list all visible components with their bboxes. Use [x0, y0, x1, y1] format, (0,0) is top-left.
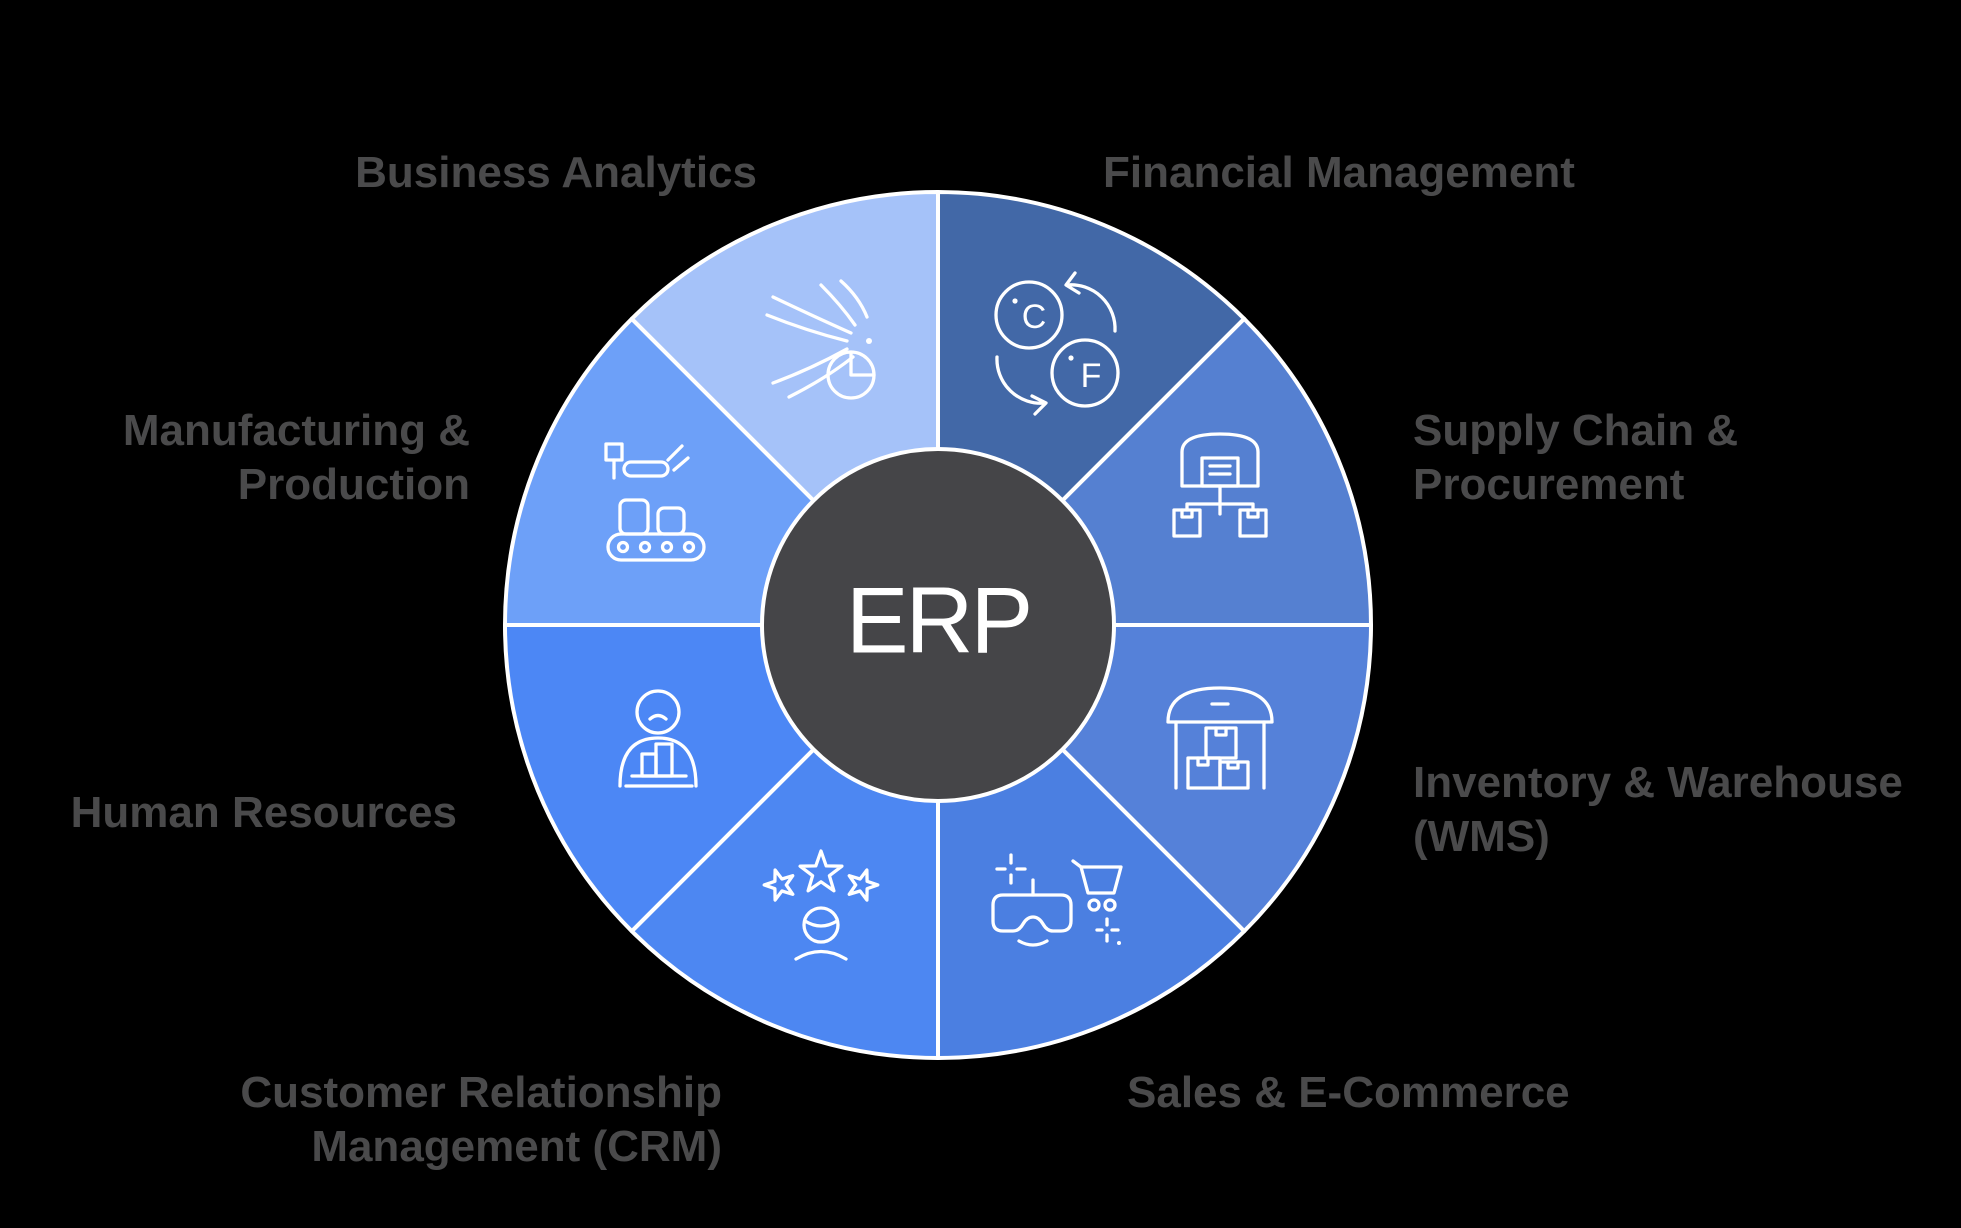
center-circle: [760, 447, 1116, 803]
label-manufacturing-production: Manufacturing & Production: [123, 404, 470, 512]
label-line: Customer Relationship: [240, 1068, 722, 1117]
label-line: Procurement: [1413, 460, 1685, 509]
label-human-resources: Human Resources: [71, 786, 457, 840]
label-supply-chain-procurement: Supply Chain & Procurement: [1413, 404, 1738, 512]
label-line: Financial Management: [1103, 148, 1575, 197]
label-line: Manufacturing &: [122, 406, 470, 455]
label-line: (WMS): [1413, 812, 1550, 861]
currency-exchange-icon: C F: [994, 271, 1120, 416]
label-line: Human Resources: [70, 788, 457, 837]
label-line: Inventory & Warehouse: [1413, 758, 1903, 807]
robot-conveyor-icon: [604, 442, 706, 562]
label-line: Supply Chain &: [1413, 406, 1739, 455]
vr-shopping-icon: [991, 853, 1123, 947]
label-customer-relationship-management: Customer Relationship Management (CRM): [240, 1066, 722, 1174]
wheel-icons: C F: [604, 271, 1274, 961]
customer-rating-icon: [762, 849, 880, 961]
currency-c-glyph: C: [1022, 298, 1047, 336]
warehouse-boxes-icon: [1166, 686, 1274, 790]
label-line: Management (CRM): [311, 1122, 722, 1171]
label-sales-ecommerce: Sales & E-Commerce: [1127, 1066, 1570, 1120]
erp-center-label: ERP: [845, 567, 1033, 673]
data-flow-pie-icon: [765, 279, 876, 400]
employee-chart-icon: [618, 689, 698, 788]
label-inventory-warehouse-wms: Inventory & Warehouse (WMS): [1413, 756, 1903, 864]
label-business-analytics: Business Analytics: [355, 146, 757, 200]
label-line: Production: [237, 460, 470, 509]
currency-f-glyph: F: [1081, 357, 1102, 395]
warehouse-distribution-icon: [1172, 432, 1268, 538]
label-line: Sales & E-Commerce: [1127, 1068, 1570, 1117]
label-financial-management: Financial Management: [1103, 146, 1575, 200]
label-line: Business Analytics: [355, 148, 757, 197]
